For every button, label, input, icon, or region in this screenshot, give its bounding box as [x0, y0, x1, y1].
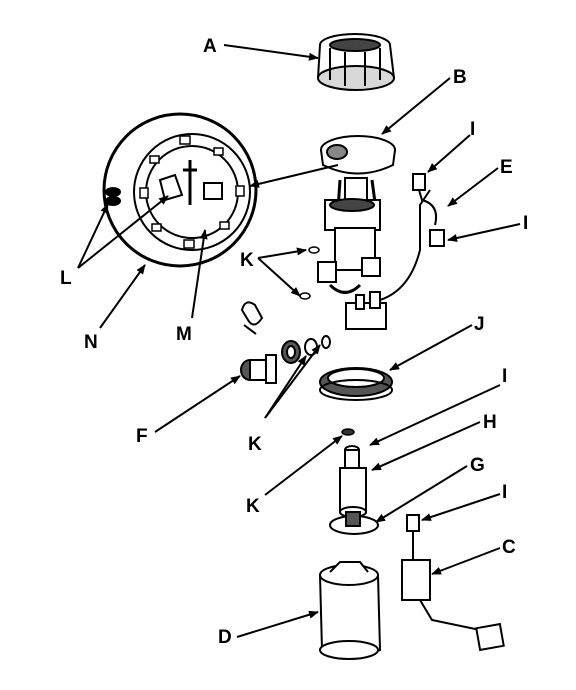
leader-i4: [421, 493, 501, 521]
leader-b: [381, 77, 451, 135]
leader-i2: [447, 223, 521, 242]
leader-n: [99, 264, 146, 329]
leader-k1b: [257, 257, 301, 297]
leader-j: [389, 324, 473, 371]
fuel-pump-part: [339, 445, 367, 518]
label-i-top: I: [470, 119, 475, 140]
label-k-upper: K: [240, 250, 254, 271]
leader-e: [447, 167, 499, 207]
filter-part: [329, 511, 379, 535]
leader-l2: [77, 195, 169, 269]
leader-i3: [369, 384, 501, 446]
leader-c: [431, 547, 501, 575]
lock-ring-part: [316, 33, 396, 91]
label-l: L: [60, 268, 72, 289]
label-i-lower: I: [502, 482, 507, 503]
leader-h: [371, 421, 481, 471]
leader-d: [236, 610, 319, 638]
leader-k2b: [264, 344, 321, 419]
wire-harness-part: [412, 173, 445, 247]
label-k-lower: K: [246, 496, 260, 517]
label-h: H: [483, 412, 497, 433]
label-a: A: [203, 36, 217, 57]
label-c: C: [502, 537, 516, 558]
label-k-middle: K: [248, 434, 262, 455]
clip-part: [240, 301, 264, 335]
label-b: B: [453, 67, 467, 88]
pump-housing-part: [319, 561, 382, 660]
label-i-middle: I: [502, 366, 507, 387]
leader-m: [191, 229, 208, 319]
label-g: G: [470, 455, 485, 476]
gasket-seal-part: [319, 367, 393, 401]
leader-i1: [427, 134, 471, 173]
label-n: N: [84, 332, 98, 353]
fitting-part: [240, 335, 331, 384]
leader-f: [154, 375, 241, 433]
leader-k3: [264, 435, 343, 496]
leader-g: [375, 465, 468, 523]
fuel-gauge-sender-part: [401, 514, 505, 652]
label-j: J: [474, 314, 485, 335]
leader-k1a: [257, 247, 307, 259]
pump-assembly-part: [317, 135, 431, 330]
leader-a: [223, 44, 319, 61]
leader-l1: [77, 203, 109, 269]
label-e: E: [500, 157, 513, 178]
label-f: F: [136, 426, 148, 447]
label-d: D: [218, 627, 232, 648]
leader-b-view: [249, 164, 339, 188]
label-i-harness: I: [523, 213, 528, 234]
label-m: M: [176, 324, 192, 345]
flange-top-view: [102, 112, 258, 268]
